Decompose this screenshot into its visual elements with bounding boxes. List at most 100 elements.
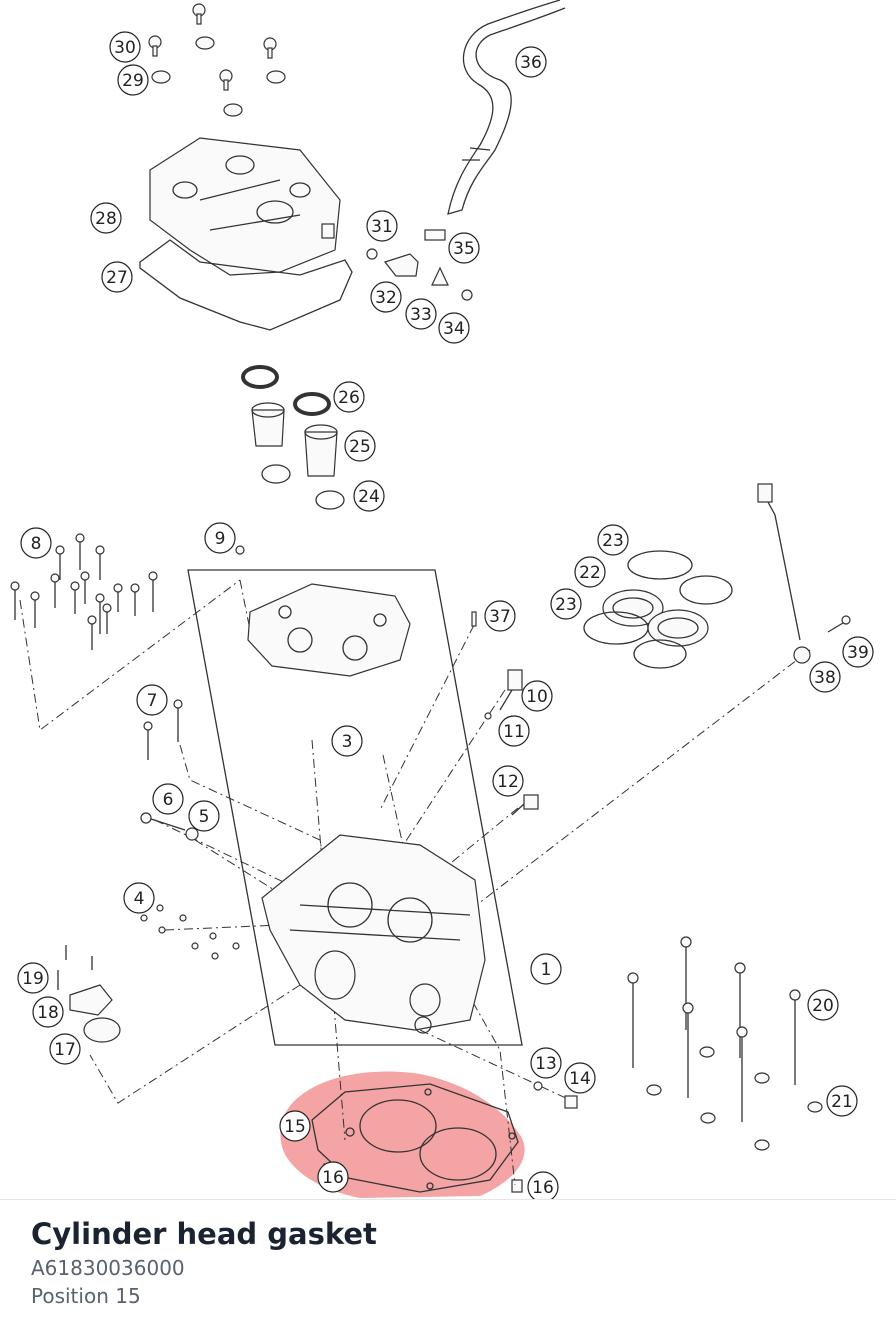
plug-14[interactable] — [564, 1095, 578, 1109]
callout-label: 10 — [526, 687, 548, 707]
callout-circle — [353, 480, 385, 512]
elbow-fitting[interactable] — [383, 253, 419, 277]
callout-label: 39 — [847, 643, 869, 663]
washer-5[interactable] — [185, 827, 199, 841]
callout-39[interactable]: 39 — [842, 636, 874, 668]
callout-35[interactable]: 35 — [448, 232, 480, 264]
callout-23[interactable]: 23 — [597, 524, 629, 556]
intake-rubbers[interactable] — [583, 550, 733, 669]
callout-22[interactable]: 22 — [574, 556, 606, 588]
callout-circle — [564, 1062, 596, 1094]
callout-10[interactable]: 10 — [521, 680, 553, 712]
sensor-10[interactable] — [499, 669, 523, 711]
callout-circle — [32, 996, 64, 1028]
callout-label: 18 — [37, 1003, 59, 1023]
breather-hose[interactable] — [447, 0, 566, 215]
bolts-6-7[interactable] — [147, 708, 186, 831]
callout-7[interactable]: 7 — [136, 684, 168, 716]
washers-21[interactable] — [646, 1046, 823, 1151]
callout-circle — [448, 232, 480, 264]
part-number: A61830036000 — [31, 1256, 185, 1280]
cylinder-head[interactable] — [261, 834, 486, 1034]
callout-37[interactable]: 37 — [484, 600, 516, 632]
head-bolt-set[interactable] — [10, 533, 158, 650]
callout-3[interactable]: 3 — [331, 725, 363, 757]
dowel-pin-right[interactable] — [511, 1179, 523, 1193]
callout-29[interactable]: 29 — [117, 64, 149, 96]
washer-13[interactable] — [533, 1081, 543, 1091]
callout-circle — [842, 636, 874, 668]
callout-33[interactable]: 33 — [405, 298, 437, 330]
camshaft-carrier[interactable] — [247, 583, 411, 677]
callout-label: 31 — [371, 217, 393, 237]
spark-plug-tubes[interactable] — [241, 365, 345, 510]
knock-sensor[interactable] — [757, 483, 811, 664]
callout-25[interactable]: 25 — [344, 430, 376, 462]
callout-12[interactable]: 12 — [492, 765, 524, 797]
callout-label: 23 — [555, 595, 577, 615]
nuts-4[interactable] — [140, 904, 240, 960]
callout-20[interactable]: 20 — [807, 989, 839, 1021]
callout-16[interactable]: 16 — [527, 1171, 559, 1200]
part-info-panel: Cylinder head gasket A61830036000 Positi… — [31, 1214, 377, 1310]
sensor-12[interactable] — [511, 794, 539, 816]
callout-label: 22 — [579, 563, 601, 583]
callout-21[interactable]: 21 — [826, 1085, 858, 1117]
callout-label: 33 — [410, 305, 432, 325]
callout-label: 16 — [322, 1168, 344, 1188]
callout-9[interactable]: 9 — [204, 522, 236, 554]
callout-circle — [550, 588, 582, 620]
callout-circle — [826, 1085, 858, 1117]
callout-31[interactable]: 31 — [366, 210, 398, 242]
callout-circle — [515, 46, 547, 78]
callout-28[interactable]: 28 — [90, 202, 122, 234]
callout-4[interactable]: 4 — [123, 882, 155, 914]
callout-32[interactable]: 32 — [370, 281, 402, 313]
callout-24[interactable]: 24 — [353, 480, 385, 512]
callout-6[interactable]: 6 — [152, 783, 184, 815]
seal-ring-11[interactable] — [484, 712, 492, 720]
thermostat-housing[interactable] — [57, 945, 121, 1043]
callout-circle — [492, 765, 524, 797]
callout-19[interactable]: 19 — [17, 962, 49, 994]
callout-1[interactable]: 1 — [530, 953, 562, 985]
hose-clip[interactable] — [424, 229, 446, 241]
callout-38[interactable]: 38 — [809, 661, 841, 693]
callout-label: 11 — [503, 722, 525, 742]
callout-label: 12 — [497, 772, 519, 792]
callout-label: 4 — [134, 889, 145, 909]
callout-circle — [152, 783, 184, 815]
callout-label: 3 — [342, 732, 353, 752]
small-screw[interactable] — [461, 289, 473, 301]
callout-34[interactable]: 34 — [438, 312, 470, 344]
small-bolt[interactable] — [235, 545, 245, 555]
callout-circle — [136, 684, 168, 716]
bracket[interactable] — [431, 266, 449, 286]
callout-label: 36 — [520, 53, 542, 73]
callout-26[interactable]: 26 — [333, 381, 365, 413]
callout-13[interactable]: 13 — [530, 1047, 562, 1079]
callout-5[interactable]: 5 — [188, 800, 220, 832]
gasket-highlight[interactable] — [280, 1071, 525, 1198]
callout-15[interactable]: 15 — [279, 1110, 311, 1142]
callout-label: 29 — [122, 71, 144, 91]
callout-23[interactable]: 23 — [550, 588, 582, 620]
callout-11[interactable]: 11 — [498, 715, 530, 747]
callout-17[interactable]: 17 — [49, 1033, 81, 1065]
callout-circle — [188, 800, 220, 832]
valve-cover-gasket[interactable] — [139, 239, 353, 331]
valve-cover[interactable] — [149, 137, 341, 276]
callout-label: 15 — [284, 1117, 306, 1137]
callout-14[interactable]: 14 — [564, 1062, 596, 1094]
callout-36[interactable]: 36 — [515, 46, 547, 78]
callout-18[interactable]: 18 — [32, 996, 64, 1028]
callout-8[interactable]: 8 — [20, 527, 52, 559]
screw-37[interactable] — [471, 611, 477, 627]
callout-label: 37 — [489, 607, 511, 627]
callout-16[interactable]: 16 — [317, 1161, 349, 1193]
callout-27[interactable]: 27 — [101, 261, 133, 293]
callout-circle — [90, 202, 122, 234]
callout-30[interactable]: 30 — [109, 31, 141, 63]
cylinder-bolts-20[interactable] — [627, 936, 801, 1122]
o-ring-small[interactable] — [366, 248, 378, 260]
